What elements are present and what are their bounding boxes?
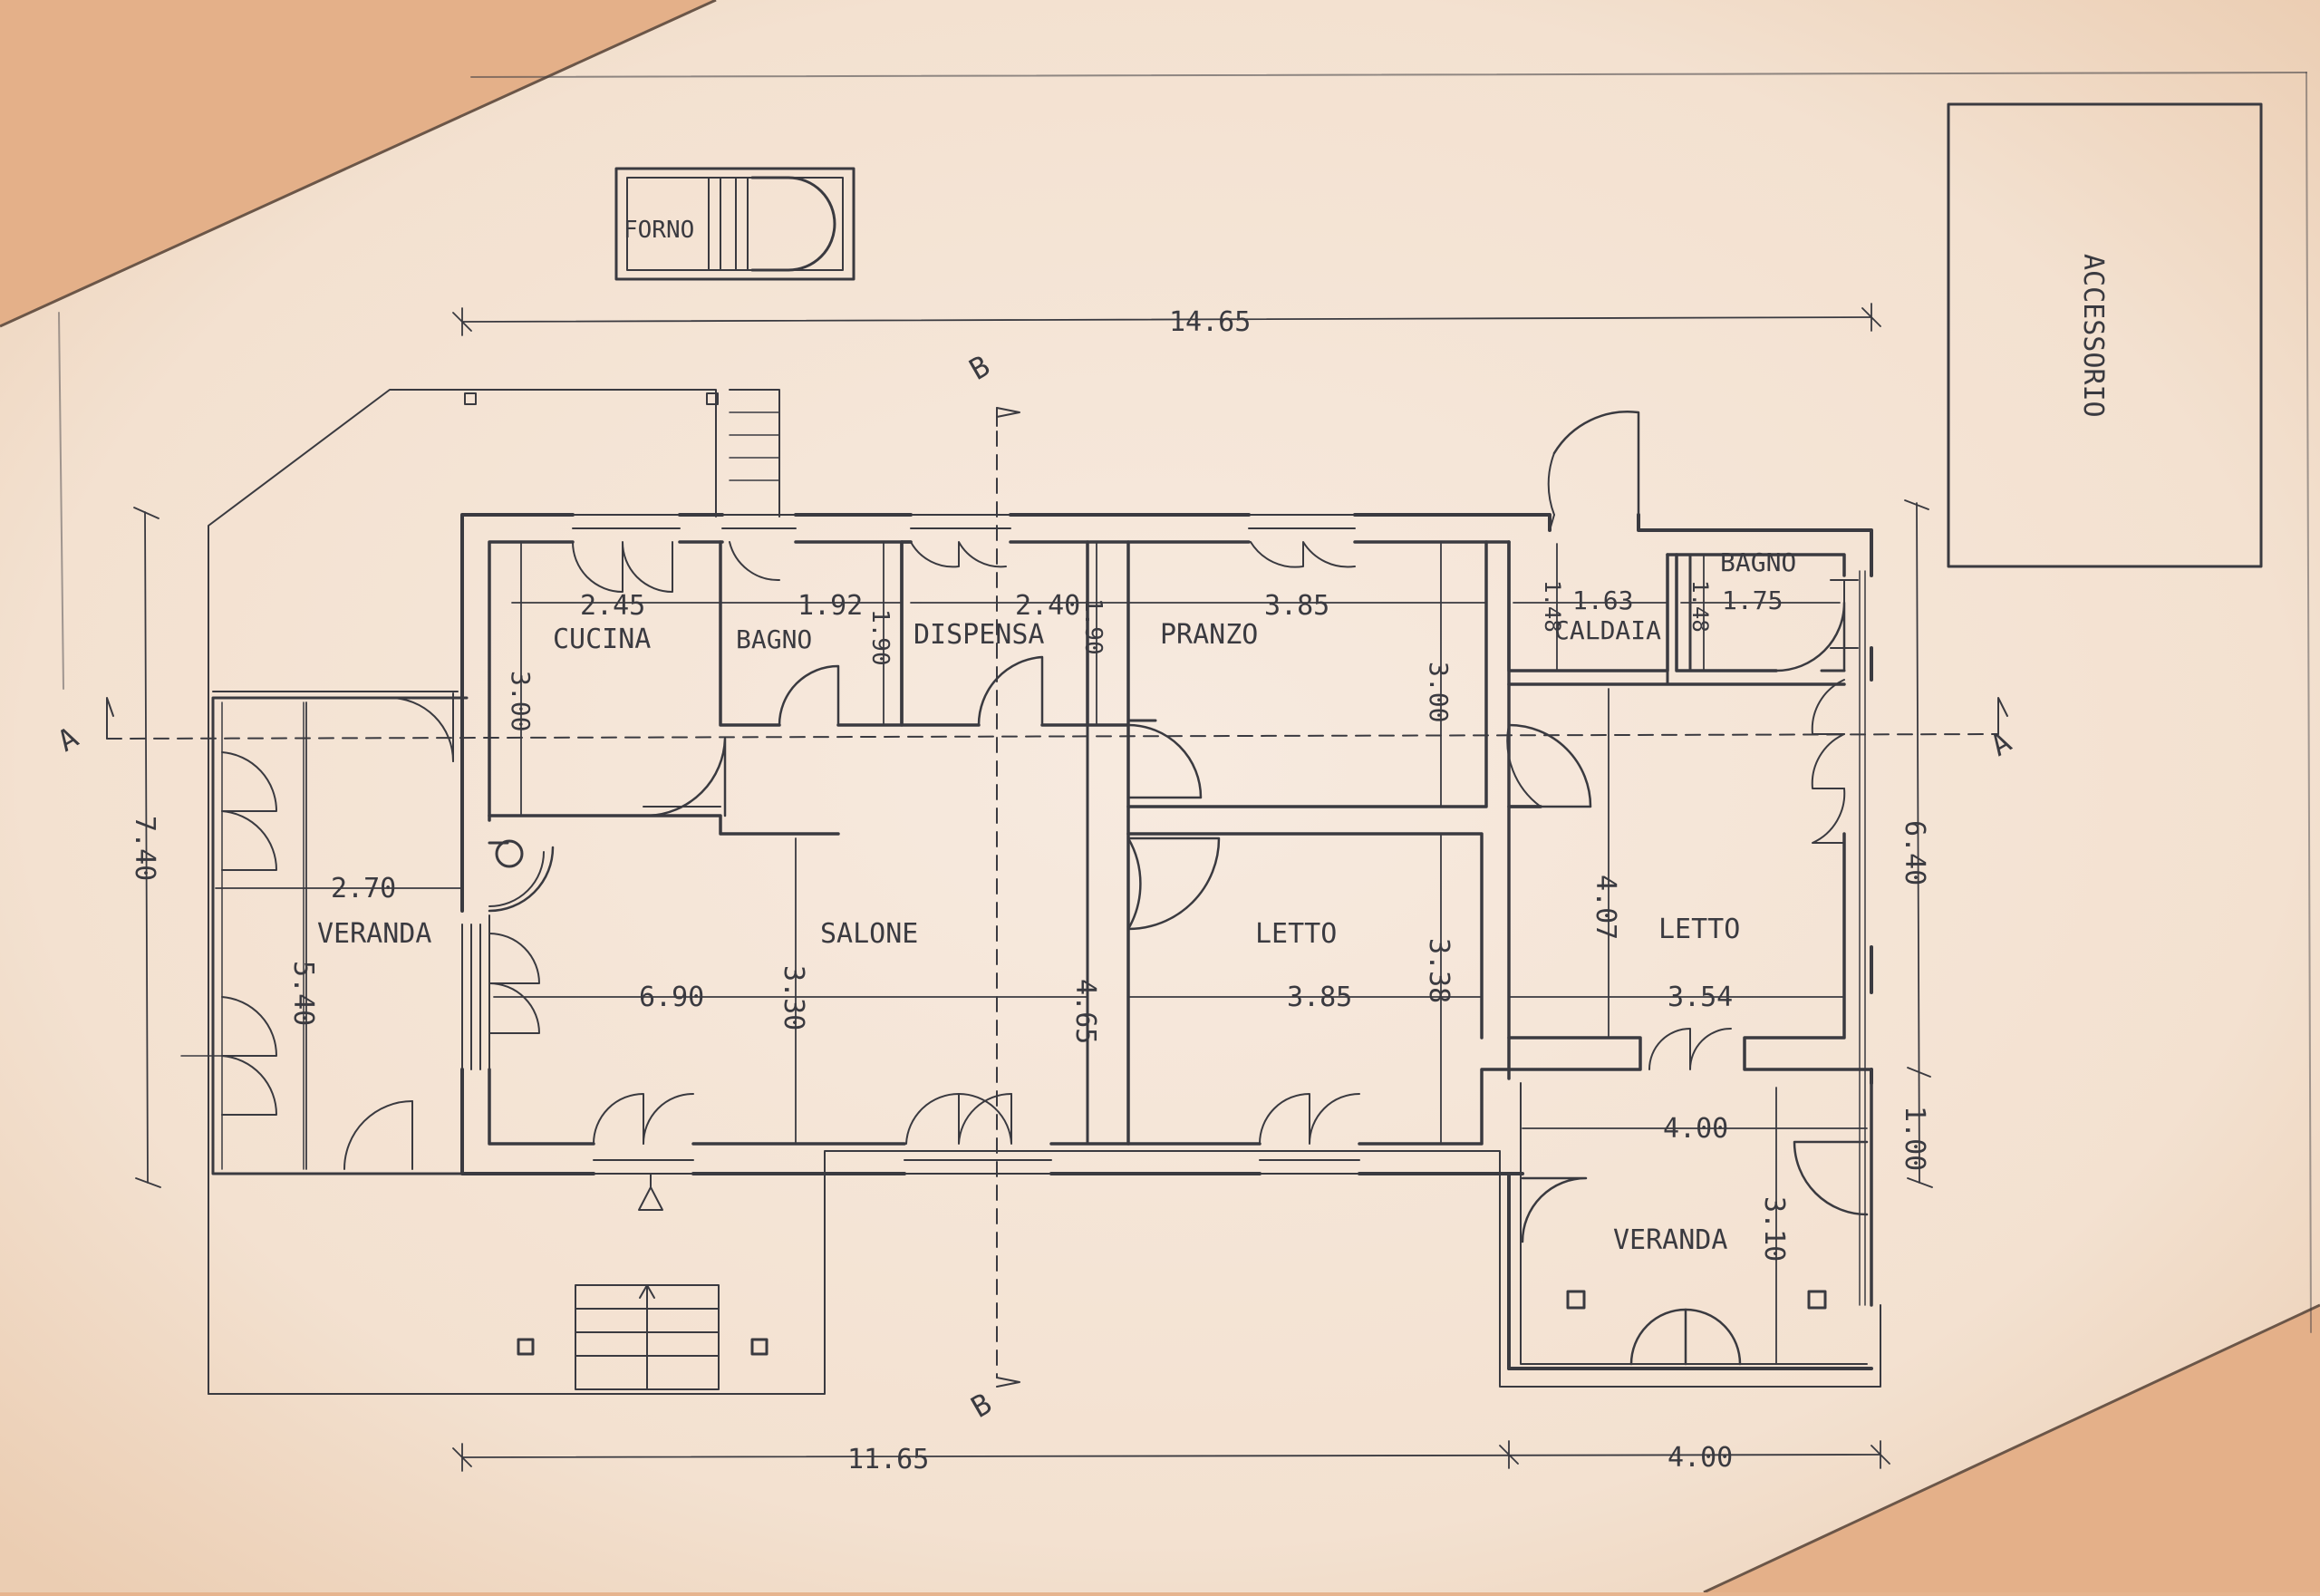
forno-block [614,167,856,281]
dim-corridor-h: 4.65 [1069,979,1101,1044]
paper-edge-bottom [1703,1303,2320,1594]
paper-edge-top [0,0,717,328]
label-cucina: CUCINA [553,624,651,655]
frame-line-left [58,312,64,690]
dim-cucina-h: 3.00 [506,671,536,731]
windows [488,514,1859,1175]
dim-bottom-left: 11.65 [847,1444,929,1475]
labels: FORNO ACCESSORIO CUCINA BAGNO DISPENSA P… [52,217,2109,1475]
dim-bagno1-h: 1.90 [866,609,894,666]
doors [643,411,1869,1366]
dimension-lines [133,303,1933,1472]
label-bagno-1: BAGNO [736,624,812,654]
label-bagno-2: BAGNO [1720,547,1796,577]
label-caldaia: CALDAIA [1554,615,1661,645]
dim-bagno1-w: 1.92 [798,590,863,622]
dim-right-height: 6.40 [1899,820,1930,885]
label-pranzo: PRANZO [1160,619,1258,651]
frame-line-right [2306,72,2312,1333]
dim-letto1-w: 3.85 [1287,982,1352,1013]
dim-veranda-right-w: 4.00 [1663,1113,1728,1145]
entrance-marker [638,1186,663,1211]
accessorio-block [1947,102,2263,568]
label-letto-2: LETTO [1658,914,1740,945]
chimney [495,839,524,868]
dim-pranzo-h: 3.00 [1424,662,1454,722]
dim-caldaia-w: 1.63 [1572,585,1633,615]
label-veranda-right: VERANDA [1613,1224,1727,1256]
dim-veranda-left-w: 2.70 [331,873,396,904]
site-outline-left [208,389,717,1395]
dim-bagno2-w: 1.75 [1722,585,1783,615]
frame-line-top [470,72,2307,78]
dim-pranzo-w: 3.85 [1264,590,1329,622]
label-salone: SALONE [820,918,918,950]
dim-veranda-left-h: 5.40 [287,961,319,1026]
dim-salone-w: 6.90 [639,982,704,1013]
dim-bottom-right: 4.00 [1668,1442,1733,1474]
label-letto-1: LETTO [1255,918,1337,950]
dim-letto2-h: 4.07 [1590,875,1621,940]
dim-letto2-w: 3.54 [1668,982,1733,1013]
dim-caldaia-h: 1.48 [1540,580,1565,633]
label-forno: FORNO [624,217,694,244]
front-steps [517,1284,768,1390]
dim-right-porch-depth: 1.00 [1899,1106,1930,1171]
dim-salone-h: 3.30 [778,965,809,1030]
label-accessorio: ACCESSORIO [2077,254,2109,418]
dim-bagno2-h: 1.48 [1687,580,1713,633]
dim-dispensa-w: 2.40 [1015,590,1080,622]
dim-dispensa-h: 1.90 [1079,598,1107,655]
dim-cucina-w: 2.45 [580,590,645,622]
section-line-a [106,733,1999,740]
dim-total-width: 14.65 [1169,306,1251,338]
veranda-left-structure [180,691,469,1175]
site-outline-bottom [208,1150,1881,1395]
dim-letto1-h: 3.38 [1423,938,1455,1003]
dim-veranda-right-h: 3.10 [1758,1196,1790,1262]
label-dispensa: DISPENSA [914,619,1045,651]
dim-left-height: 7.40 [129,816,160,881]
label-veranda-left: VERANDA [317,918,431,950]
external-stair-top [729,389,780,517]
